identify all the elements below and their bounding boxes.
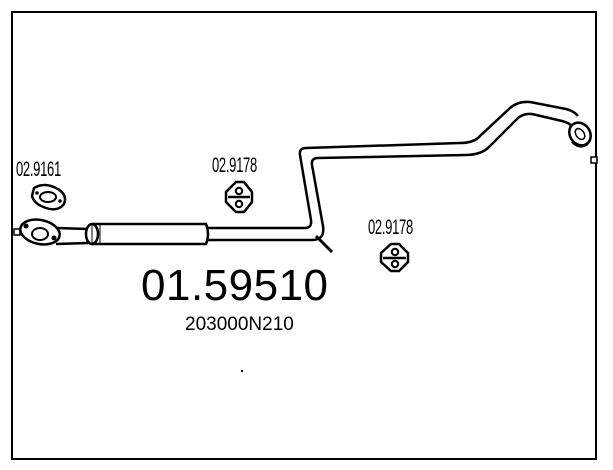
part-label-hanger-2: 02.9178 — [368, 216, 413, 239]
outlet-end — [568, 121, 592, 148]
rubber-hanger-icon — [379, 242, 410, 273]
inlet-flange — [19, 218, 61, 246]
pipe-hanger-bracket — [314, 234, 334, 254]
main-part-number: 01.59510 — [141, 261, 329, 310]
part-label-gasket: 02.9161 — [16, 158, 61, 181]
part-label-hanger-1: 02.9178 — [212, 154, 257, 177]
inlet-pipe — [55, 226, 89, 246]
stray-dot — [240, 369, 244, 373]
center-muffler — [84, 222, 210, 246]
tail-pipe — [208, 100, 579, 242]
rubber-hanger-icon — [224, 180, 254, 214]
outlet-connector-mark — [590, 156, 598, 164]
exhaust-gasket-icon — [30, 183, 67, 211]
diagram-frame — [11, 11, 597, 460]
oe-reference-number: 203000N210 — [185, 314, 294, 335]
